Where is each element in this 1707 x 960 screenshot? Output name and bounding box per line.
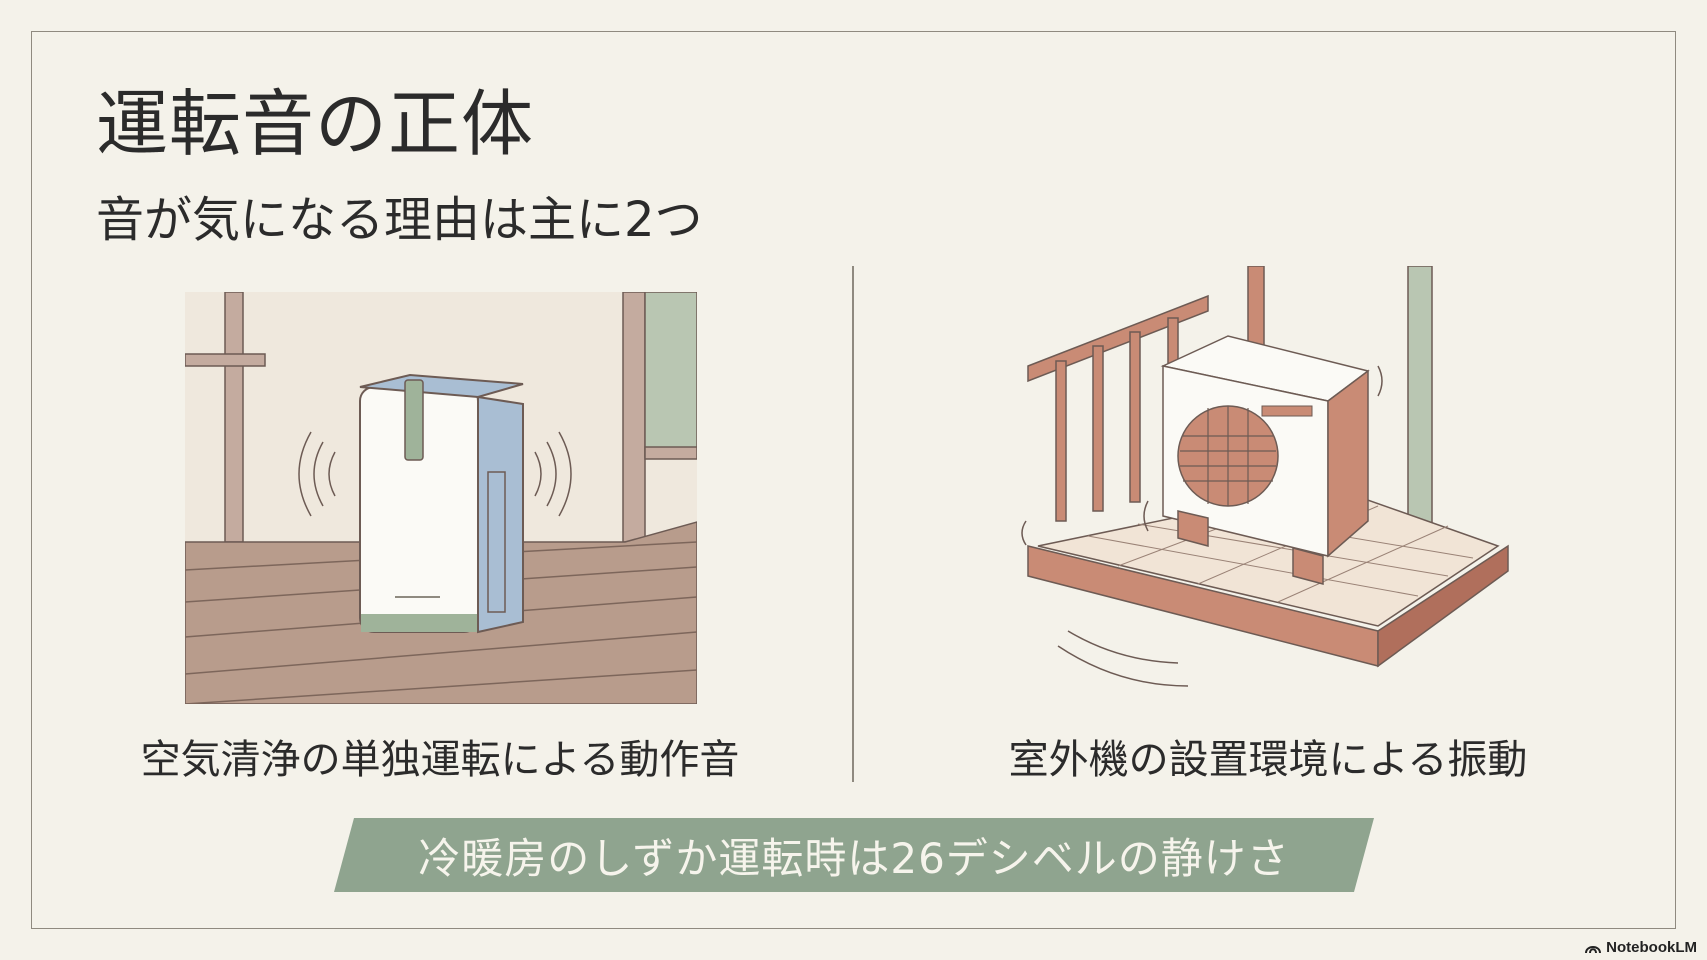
air-purifier-illustration [185,292,697,704]
brand-watermark: NotebookLM [1585,939,1697,956]
left-caption: 空気清浄の単独運転による動作音 [140,737,740,783]
column-divider [852,266,854,782]
slide-frame [31,31,1676,929]
brand-name: NotebookLM [1606,939,1697,956]
slide-title: 運転音の正体 [96,82,535,166]
right-caption: 室外機の設置環境による振動 [1008,737,1528,783]
slide-subtitle: 音が気になる理由は主に2つ [96,192,703,248]
notebooklm-logo-icon [1585,945,1602,953]
outdoor-unit-illustration [1021,266,1509,687]
banner-text: 冷暖房のしずか運転時は26デシベルの静けさ [418,833,1290,883]
highlight-banner: 冷暖房のしずか運転時は26デシベルの静けさ [334,818,1374,892]
